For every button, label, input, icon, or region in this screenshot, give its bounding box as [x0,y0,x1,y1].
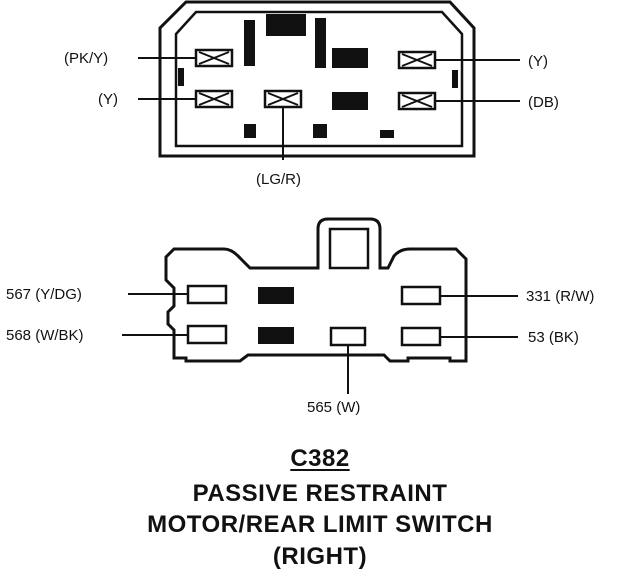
label-db: (DB) [528,94,559,111]
lower-latch-window [328,227,370,270]
upper-key-right-bar [315,18,326,68]
terminal-53 [400,326,442,347]
lower-empty-cavity-bottom [258,327,294,344]
upper-empty-cavity-bottom [332,92,368,110]
terminal-565 [329,326,367,347]
lower-housing-outer [164,217,468,363]
label-331: 331 (R/W) [526,288,594,305]
label-568: 568 (W/BK) [6,327,84,344]
terminal-568 [186,324,228,345]
title-line-2: MOTOR/REAR LIMIT SWITCH [147,511,493,538]
label-pk-y: (PK/Y) [64,50,108,67]
upper-bottom-tab-1 [244,124,256,138]
label-y-left: (Y) [98,91,118,108]
upper-key-left-bar [244,20,255,66]
terminal-567 [186,284,228,305]
upper-housing-outer [158,0,476,158]
terminal-lg-r [263,89,303,109]
terminal-pk-y [194,48,234,68]
terminal-y-left [194,89,234,109]
upper-latch-left [178,68,184,86]
label-y-right: (Y) [528,53,548,70]
upper-empty-cavity-top [332,48,368,68]
upper-latch-right [452,70,458,88]
connector-code-text: C382 [290,445,350,472]
title-line-1: PASSIVE RESTRAINT [192,480,448,507]
label-565: 565 (W) [307,399,360,416]
label-53: 53 (BK) [528,329,579,346]
label-lg-r: (LG/R) [256,171,301,188]
upper-key-top [266,14,306,36]
title-line-3: (RIGHT) [272,543,368,570]
upper-housing-inner [174,10,464,148]
terminal-db [397,91,437,111]
upper-bottom-tab-2 [313,124,327,138]
lower-empty-cavity-top [258,287,294,304]
lower-connector: 567 (Y/DG) 568 (W/BK) 565 (W) 331 (R/W) … [6,217,594,416]
upper-bottom-tab-3 [380,130,394,138]
label-567: 567 (Y/DG) [6,286,82,303]
connector-code: C382 [0,447,640,471]
terminal-y-right [397,50,437,70]
upper-connector: (PK/Y) (Y) (LG/R) (Y) (DB) [64,0,559,188]
terminal-331 [400,285,442,306]
